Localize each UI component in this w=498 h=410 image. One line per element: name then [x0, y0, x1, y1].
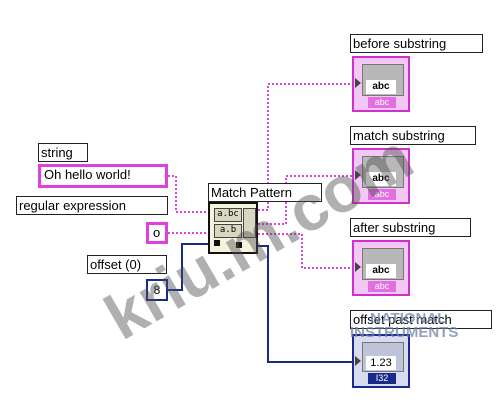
i32-type-tag: I32	[368, 373, 396, 384]
before-substring-value: abc	[366, 80, 396, 94]
national-instruments-logo: NATIONAL INSTRUMENTS	[340, 310, 459, 341]
logo-line1: NATIONAL	[370, 310, 447, 327]
wire-before	[258, 83, 352, 211]
string-control[interactable]: Oh hello world!	[38, 164, 168, 188]
after-substring-value: abc	[366, 264, 396, 278]
wire-offset-past	[258, 245, 352, 363]
after-substring-indicator[interactable]: abc abc	[352, 240, 410, 296]
offset-past-match-label: offset past match	[350, 310, 492, 329]
regex-icon-top: a.bc	[214, 208, 242, 222]
pattern-icon	[243, 208, 256, 238]
logo-line2: INSTRUMENTS	[350, 324, 459, 341]
string-type-tag: abc	[368, 281, 396, 292]
regex-control[interactable]: o	[146, 222, 168, 244]
match-substring-value: abc	[366, 172, 396, 186]
terminal-arrow-icon	[355, 170, 361, 180]
terminal-arrow-icon	[355, 78, 361, 88]
regex-label: regular expression	[16, 196, 168, 215]
offset-past-match-indicator[interactable]: 1.23 I32	[352, 334, 410, 388]
match-substring-label: match substring	[350, 126, 476, 145]
match-pattern-label: Match Pattern	[208, 183, 322, 202]
offset-control[interactable]: 8	[146, 279, 168, 301]
wire-after	[258, 233, 352, 269]
regex-icon-mid: a.b	[214, 224, 242, 238]
wire-offset	[168, 243, 208, 291]
match-pattern-node[interactable]: a.bc a.b	[208, 202, 258, 254]
after-substring-label: after substring	[350, 218, 471, 237]
string-type-tag: abc	[368, 189, 396, 200]
terminal-arrow-icon	[355, 356, 361, 366]
string-type-tag: abc	[368, 97, 396, 108]
offset-label: offset (0)	[87, 255, 167, 274]
terminal-arrow-icon	[355, 262, 361, 272]
string-label: string	[38, 143, 88, 162]
before-substring-label: before substring	[350, 34, 483, 53]
terminal-indicator-icon-2	[236, 242, 242, 248]
match-substring-indicator[interactable]: abc abc	[352, 148, 410, 204]
terminal-indicator-icon	[214, 240, 220, 246]
offset-value: 8	[153, 283, 161, 297]
offset-past-match-value: 1.23	[366, 356, 396, 370]
before-substring-indicator[interactable]: abc abc	[352, 56, 410, 112]
wire-string	[168, 175, 208, 213]
